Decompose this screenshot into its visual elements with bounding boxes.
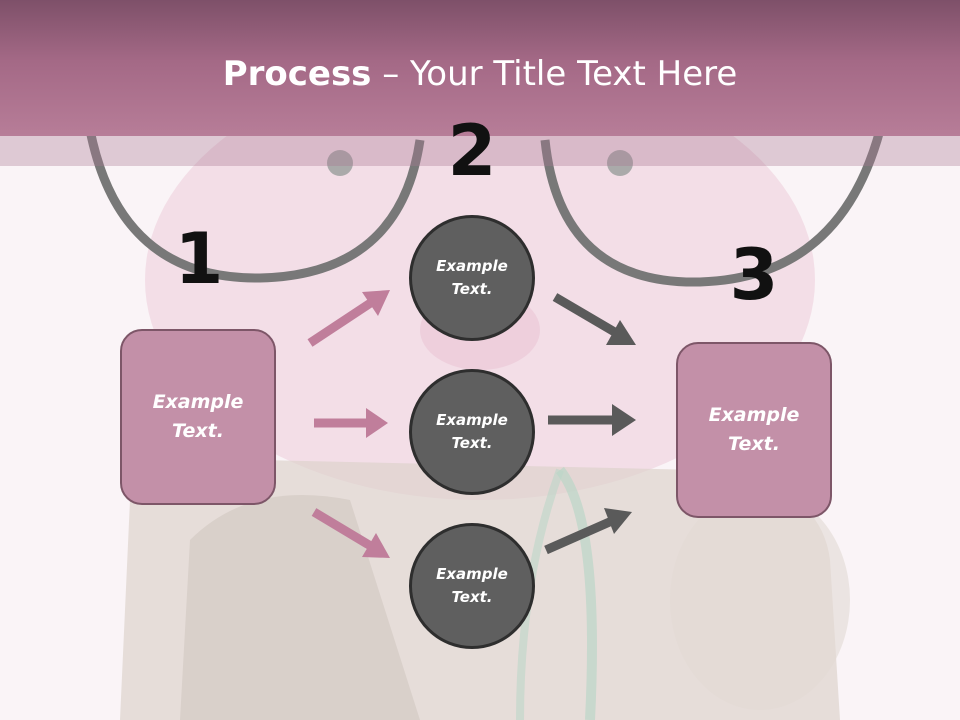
title-band xyxy=(0,0,960,136)
title-rest: – Your Title Text Here xyxy=(371,54,738,94)
title-strip xyxy=(0,136,960,166)
circle-top: Example Text. xyxy=(409,215,535,341)
glasses-shape xyxy=(85,129,425,283)
right-box: Example Text. xyxy=(676,342,832,518)
left-box: Example Text. xyxy=(120,329,276,505)
arrow-bottom-to-right xyxy=(544,508,632,555)
arrow-top-to-right xyxy=(552,293,636,345)
circle-middle: Example Text. xyxy=(409,369,535,495)
arrow-left-to-middle xyxy=(314,408,388,438)
circle-top-label: Example Text. xyxy=(436,257,508,298)
circle-bottom: Example Text. xyxy=(409,523,535,649)
slide-title: Process – Your Title Text Here xyxy=(0,52,960,96)
title-bold: Process xyxy=(222,54,372,94)
arrow-left-to-top xyxy=(307,290,390,347)
circle-middle-label: Example Text. xyxy=(436,411,508,452)
step-number-1: 1 xyxy=(174,218,224,300)
arrow-middle-to-right xyxy=(548,404,636,436)
circle-bottom-label: Example Text. xyxy=(436,565,508,606)
arrow-left-to-bottom xyxy=(311,508,390,558)
right-box-label: Example Text. xyxy=(708,404,800,455)
step-number-2: 2 xyxy=(447,110,497,192)
left-box-label: Example Text. xyxy=(152,391,244,442)
step-number-3: 3 xyxy=(729,234,779,316)
